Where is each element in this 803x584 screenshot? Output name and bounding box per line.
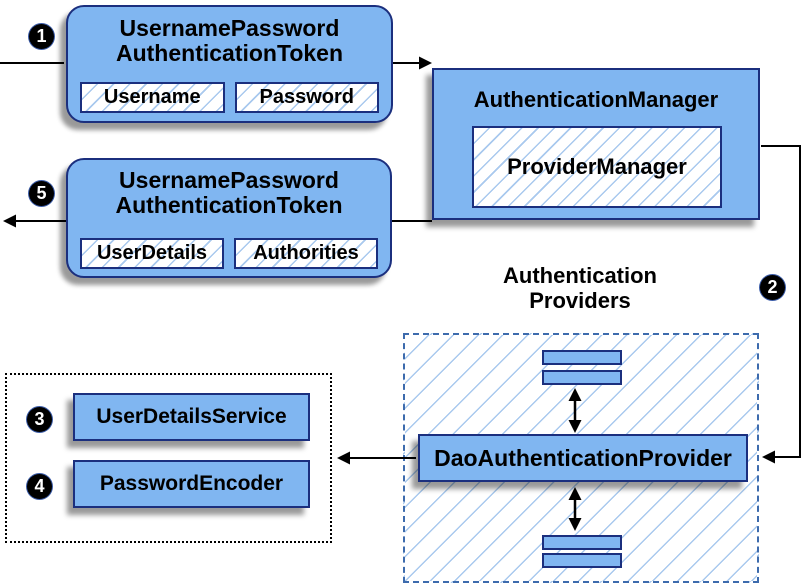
username-password-token-result-box: UsernamePassword AuthenticationToken Use… — [66, 158, 392, 278]
token-result-title: UsernamePassword AuthenticationToken — [68, 168, 390, 218]
user-details-field-box: UserDetails — [80, 238, 224, 269]
connector-manager-to-dao — [761, 145, 801, 464]
password-encoder-box: PasswordEncoder — [73, 460, 310, 508]
provider-bar-bottom-1 — [542, 535, 622, 550]
connector-outgoing-result — [3, 214, 66, 228]
authentication-manager-box: AuthenticationManager ProviderManager — [432, 68, 760, 220]
user-details-service-box: UserDetailsService — [73, 393, 310, 441]
step-1-badge: 1 — [29, 24, 54, 49]
token-request-fields: Username Password — [80, 82, 379, 113]
services-container — [5, 373, 332, 543]
provider-manager-box: ProviderManager — [472, 126, 722, 208]
authentication-manager-title: AuthenticationManager — [473, 87, 719, 112]
username-field-box: Username — [80, 82, 225, 113]
connector-token-to-manager — [393, 56, 432, 70]
token-request-title: UsernamePassword AuthenticationToken — [68, 16, 391, 66]
token-request-title-line1: UsernamePassword — [119, 15, 340, 41]
step-5-badge: 5 — [29, 181, 54, 206]
authentication-providers-label-line2: Providers — [529, 288, 631, 313]
authentication-providers-label-line1: Authentication — [503, 263, 657, 288]
username-password-token-request-box: UsernamePassword AuthenticationToken Use… — [66, 5, 393, 123]
dao-authentication-provider-box: DaoAuthenticationProvider — [418, 434, 748, 482]
provider-bar-top-2 — [542, 370, 622, 385]
password-field-box: Password — [234, 82, 379, 113]
authentication-providers-label: Authentication Providers — [430, 263, 730, 313]
token-result-fields: UserDetails Authorities — [80, 238, 378, 269]
step-3-badge: 3 — [27, 407, 52, 432]
token-request-title-line2: AuthenticationToken — [115, 40, 343, 66]
step-2-badge: 2 — [760, 275, 785, 300]
provider-bar-bottom-2 — [542, 553, 622, 568]
authorities-field-box: Authorities — [234, 238, 378, 269]
step-4-badge: 4 — [27, 474, 52, 499]
provider-bar-top-1 — [542, 350, 622, 365]
token-result-title-line2: AuthenticationToken — [115, 192, 343, 218]
token-result-title-line1: UsernamePassword — [119, 167, 339, 193]
